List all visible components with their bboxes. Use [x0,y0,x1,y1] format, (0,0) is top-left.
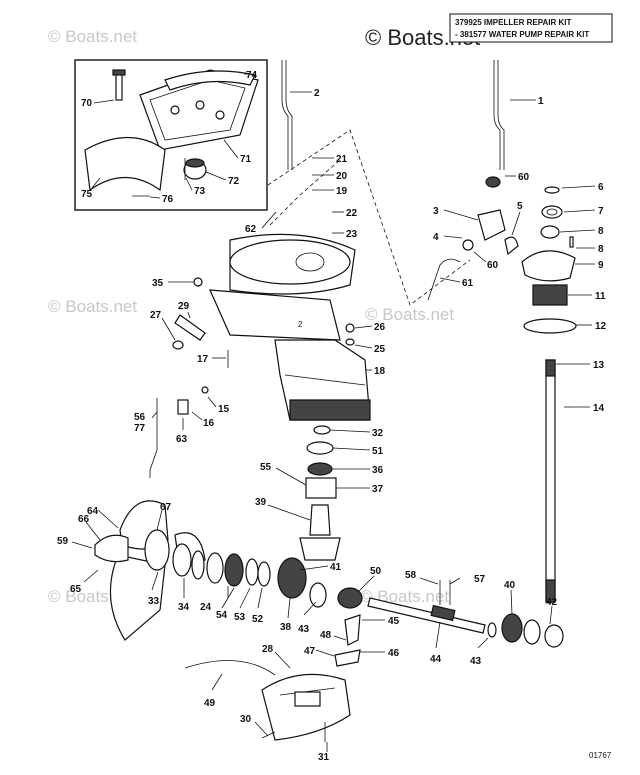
callout-55: 55 [260,462,272,473]
callout-7: 7 [598,206,604,217]
callout-32: 32 [372,428,384,439]
callout-73: 73 [194,186,206,197]
callout-23: 23 [346,229,358,240]
callout-59: 59 [57,536,69,547]
callout-53: 53 [234,612,246,623]
propshaft-train [172,543,564,667]
callout-48: 48 [320,630,332,641]
callout-17: 17 [197,354,209,365]
callout-58: 58 [405,570,417,581]
callout-1: 1 [538,96,544,107]
callout-52: 52 [252,614,264,625]
callout-33: 33 [148,596,160,607]
callout-72: 72 [228,176,240,187]
callout-66: 66 [78,514,90,525]
callout-34: 34 [178,602,190,613]
callout-28: 28 [262,644,274,655]
callout-60b: 60 [487,260,499,271]
callout-42: 42 [546,597,558,608]
callout-75: 75 [81,189,93,200]
callout-37: 37 [372,484,384,495]
callout-20: 20 [336,171,348,182]
callout-21: 21 [336,154,348,165]
callout-3: 3 [433,206,439,217]
callout-8b: 8 [598,244,604,255]
callout-22: 22 [346,208,358,219]
skeg-housing [184,660,351,742]
callout-6: 6 [598,182,604,193]
callout-35: 35 [152,278,164,289]
callout-2: 2 [314,88,320,99]
callout-62: 62 [245,224,257,235]
callout-39: 39 [255,497,267,508]
watermark-2: © Boats.net [48,297,137,316]
callout-25: 25 [374,344,386,355]
callout-46: 46 [388,648,400,659]
callout-43b: 43 [470,656,482,667]
callout-36: 36 [372,465,384,476]
callout-31: 31 [318,752,330,763]
callout-5: 5 [517,201,523,212]
callout-26: 26 [374,322,386,333]
callout-11: 11 [595,291,606,302]
callout-9: 9 [598,260,604,271]
callout-64: 64 [87,506,99,517]
kit-note-line-2: - 381577 WATER PUMP REPAIR KIT [455,30,589,39]
watermark-1: © Boats.net [48,27,137,46]
callout-45: 45 [388,616,400,627]
callout-67: 67 [160,502,172,513]
callout-57: 57 [474,574,486,585]
callout-44: 44 [430,654,442,665]
callout-77: 77 [134,423,146,434]
callout-13: 13 [593,360,605,371]
callout-30: 30 [240,714,252,725]
callout-63: 63 [176,434,188,445]
callout-16: 16 [203,418,215,429]
exhaust-housing: 2 [209,233,371,421]
callout-56: 56 [134,412,146,423]
callout-4: 4 [433,232,439,243]
callout-43: 43 [298,624,310,635]
callout-70: 70 [81,98,93,109]
kit-note: 379925 IMPELLER REPAIR KIT - 381577 WATE… [449,13,613,43]
kit-note-line-1: 379925 IMPELLER REPAIR KIT [455,18,571,27]
callout-15: 15 [218,404,230,415]
figure-number: 01767 [589,751,612,760]
callout-27: 27 [150,310,162,321]
propeller [94,500,206,641]
callout-51: 51 [372,446,384,457]
callout-41: 41 [330,562,342,573]
watermark-3: © Boats.net [365,305,454,324]
callout-71: 71 [240,154,252,165]
callout-76: 76 [162,194,174,205]
callout-40: 40 [504,580,516,591]
inset-box [74,59,268,211]
callout-12: 12 [595,321,607,332]
callout-74: 74 [246,70,258,81]
water-pump-stack [462,176,577,603]
callout-38: 38 [280,622,292,633]
callout-18: 18 [374,366,386,377]
gearcase-stack [299,425,341,561]
callout-50: 50 [370,566,382,577]
callout-54: 54 [216,610,228,621]
callout-49: 49 [204,698,216,709]
svg-text:2: 2 [298,320,303,329]
callout-19: 19 [336,186,348,197]
callout-61: 61 [462,278,474,289]
callout-60: 60 [518,172,530,183]
callout-65: 65 [70,584,82,595]
callout-24: 24 [200,602,212,613]
callout-47: 47 [304,646,316,657]
callout-8: 8 [598,226,604,237]
callout-29: 29 [178,301,190,312]
callouts: 1 2 3 4 5 6 7 8 8 9 11 12 13 14 15 16 17… [57,70,607,763]
callout-14: 14 [593,403,605,414]
